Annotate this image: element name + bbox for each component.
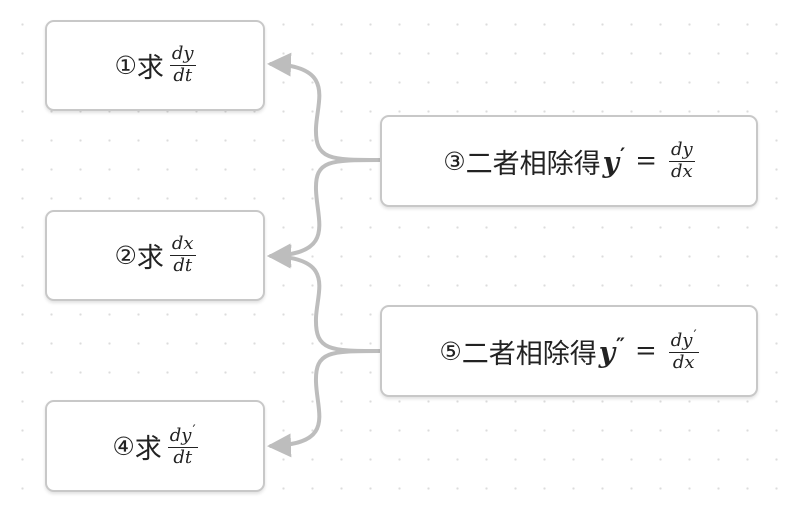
node-3-text: 二者相除得 — [465, 148, 601, 180]
node-4-numerator-prime: ′ — [192, 423, 196, 440]
node-2-verb: 求 — [136, 243, 164, 274]
node-2-fraction: dx dt — [169, 233, 196, 276]
node-1-marker: ① — [114, 51, 137, 80]
node-5-fraction: dy′ dx — [668, 328, 699, 373]
node-1-label: ① 求 dy dt — [114, 43, 196, 86]
node-4-numerator-text: dy — [169, 425, 192, 447]
node-5-lhs-var: y — [598, 336, 616, 369]
node-4[interactable]: ④ 求 dy′ dt — [45, 400, 265, 492]
node-3-lhs-var: y — [602, 146, 619, 179]
link-5-to-2 — [267, 244, 382, 353]
node-1-verb: 求 — [136, 53, 164, 84]
node-5-marker: ⑤ — [439, 336, 462, 366]
node-3-marker: ③ — [443, 146, 466, 176]
node-2-label: ② 求 dx dt — [114, 233, 196, 276]
node-1-numerator: dy — [169, 43, 196, 66]
node-4-numerator: dy′ — [167, 423, 198, 448]
node-5-text: 二者相除得 — [461, 338, 597, 370]
node-5-denominator: dx — [672, 352, 695, 373]
node-5-equals: = — [634, 336, 657, 366]
node-4-marker: ④ — [112, 431, 135, 461]
node-1-fraction: dy dt — [169, 43, 196, 86]
link-3-to-1 — [267, 52, 382, 162]
node-5-lhs: y″ — [599, 333, 625, 369]
node-5-numerator-text: dy — [670, 330, 693, 352]
node-4-denominator: dt — [173, 447, 193, 468]
node-3-lhs: y′ — [603, 143, 626, 179]
node-2-denominator: dt — [173, 255, 193, 276]
node-2-numerator: dx — [169, 233, 196, 256]
node-1-denominator: dt — [173, 65, 193, 86]
node-2-marker: ② — [114, 241, 137, 270]
node-4-fraction: dy′ dt — [167, 423, 198, 468]
node-3-lhs-prime: ′ — [619, 143, 626, 167]
node-3[interactable]: ③ 二者相除得 y′ = dy dx — [380, 115, 758, 207]
node-4-label: ④ 求 dy′ dt — [112, 423, 198, 468]
node-3-fraction: dy dx — [669, 138, 695, 182]
node-3-label: ③ 二者相除得 y′ = dy dx — [443, 138, 695, 182]
node-1[interactable]: ① 求 dy dt — [45, 20, 265, 111]
node-3-denominator: dx — [671, 160, 693, 182]
node-5-numerator-prime: ′ — [693, 328, 697, 345]
node-5-lhs-prime: ″ — [616, 333, 625, 357]
link-3-to-2 — [267, 158, 382, 268]
link-5-to-4 — [267, 349, 382, 458]
node-3-numerator: dy — [669, 138, 695, 162]
node-2[interactable]: ② 求 dx dt — [45, 210, 265, 301]
node-5-numerator: dy′ — [668, 328, 699, 353]
node-5[interactable]: ⑤ 二者相除得 y″ = dy′ dx — [380, 305, 758, 397]
node-4-verb: 求 — [134, 433, 162, 465]
node-3-equals: = — [635, 146, 658, 176]
node-5-label: ⑤ 二者相除得 y″ = dy′ dx — [439, 328, 699, 373]
